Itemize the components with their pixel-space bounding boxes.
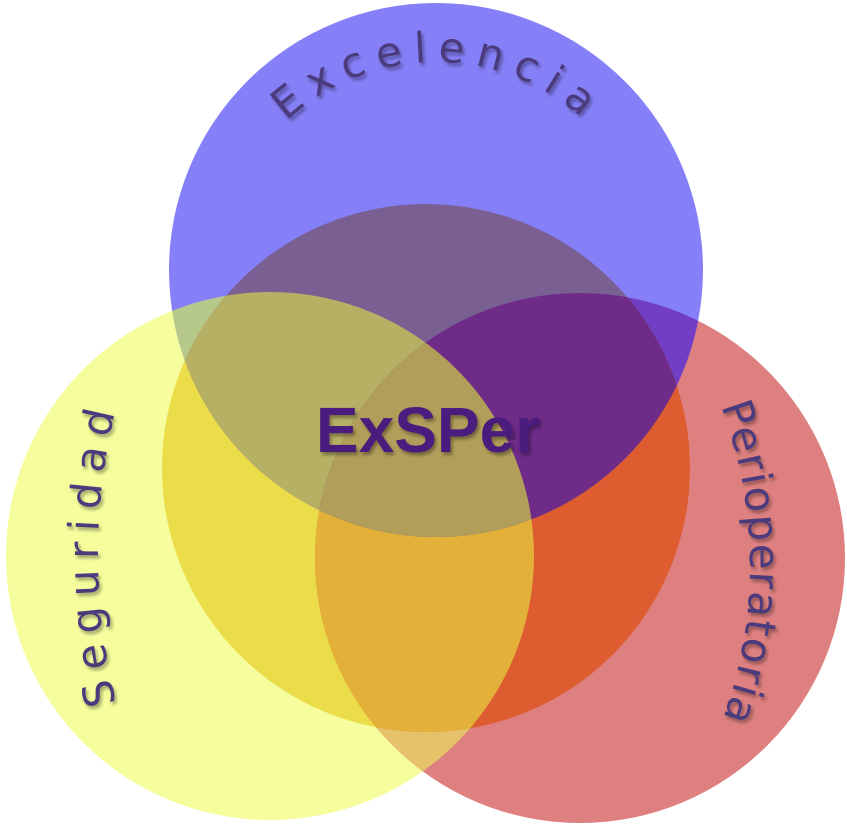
- core-region: [162, 204, 690, 732]
- center-label-exsper: ExSPer: [316, 394, 540, 466]
